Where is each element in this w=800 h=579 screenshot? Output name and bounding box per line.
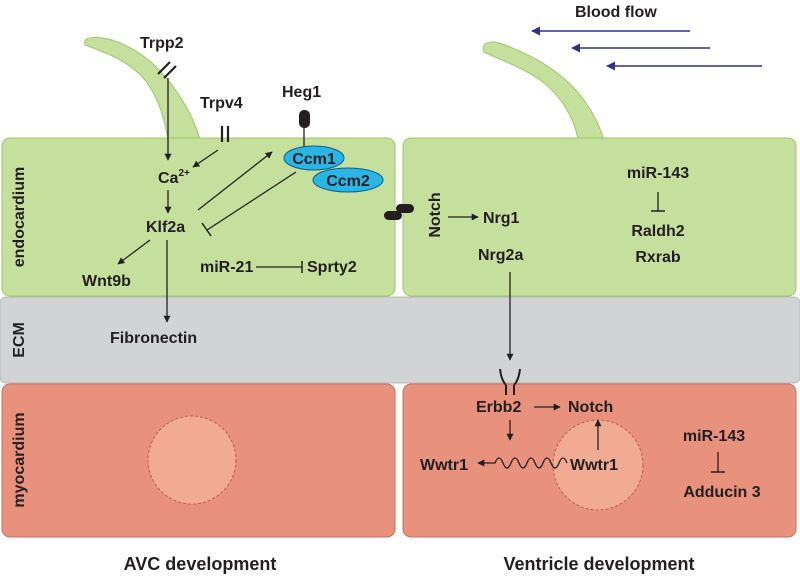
sprty2-label: Sprty2	[307, 259, 357, 276]
rxrab-label: Rxrab	[635, 249, 681, 266]
ccm-inhibits-klf2a-bar	[201, 222, 212, 237]
endocardium-cell-ventricle	[402, 137, 797, 297]
ccm1-label: Ccm1	[292, 151, 336, 168]
myocardium-label: myocardium	[11, 412, 28, 507]
mir143-endo-label: miR-143	[627, 165, 689, 182]
trpv4-label: Trpv4	[200, 95, 243, 112]
heg1-receptor	[299, 110, 310, 128]
endocardium-label: endocardium	[11, 167, 28, 267]
wnt9b-label: Wnt9b	[82, 273, 131, 290]
notch-receptor-right	[396, 204, 414, 213]
cilium-right	[482, 41, 605, 141]
ccm-inhibits-klf2a	[206, 171, 297, 231]
notch-myo-label: Notch	[568, 399, 613, 416]
notch-endo-label: Notch	[427, 192, 444, 237]
ecm-label: ECM	[11, 322, 28, 358]
ccm2-protein	[312, 167, 384, 193]
ccm1-protein	[283, 145, 345, 171]
erbb2-label: Erbb2	[476, 399, 521, 416]
klf2a-to-ccm-arrow	[197, 151, 273, 211]
klf2a-label: Klf2a	[146, 219, 185, 236]
trpp2-channel-bar-2	[163, 65, 177, 79]
adducin3-label: Adducin 3	[683, 484, 760, 501]
mir143-myo-label: miR-143	[683, 428, 745, 445]
notch-receptor-left	[384, 211, 402, 220]
raldh2-label: Raldh2	[631, 223, 684, 240]
ccm2-label: Ccm2	[326, 173, 370, 190]
nucleus-avc	[147, 415, 237, 505]
fibronectin-label: Fibronectin	[110, 330, 197, 347]
cilium-left	[84, 36, 201, 141]
blood-flow-label: Blood flow	[575, 4, 657, 21]
avc-development-label: AVC development	[124, 554, 277, 574]
trpp2-label: Trpp2	[140, 35, 184, 52]
trpp2-channel-bar-1	[157, 61, 171, 75]
mir21-label: miR-21	[200, 259, 253, 276]
ecm-band	[0, 296, 800, 384]
erbb2-receptor	[499, 368, 521, 395]
wwtr1-shuttle-arrow	[477, 457, 568, 469]
nrg1-label: Nrg1	[483, 210, 520, 227]
nrg2a-label: Nrg2a	[478, 247, 523, 264]
klf2a-to-wnt9b-arrow	[117, 239, 151, 265]
ca-label: Ca2+	[158, 168, 190, 187]
trpv4-to-ca-arrow	[192, 149, 219, 168]
wwtr1-left-label: Wwtr1	[420, 457, 468, 474]
heg1-label: Heg1	[282, 84, 321, 101]
wwtr1-right-label: Wwtr1	[570, 457, 618, 474]
ventricle-development-label: Ventricle development	[503, 554, 694, 574]
